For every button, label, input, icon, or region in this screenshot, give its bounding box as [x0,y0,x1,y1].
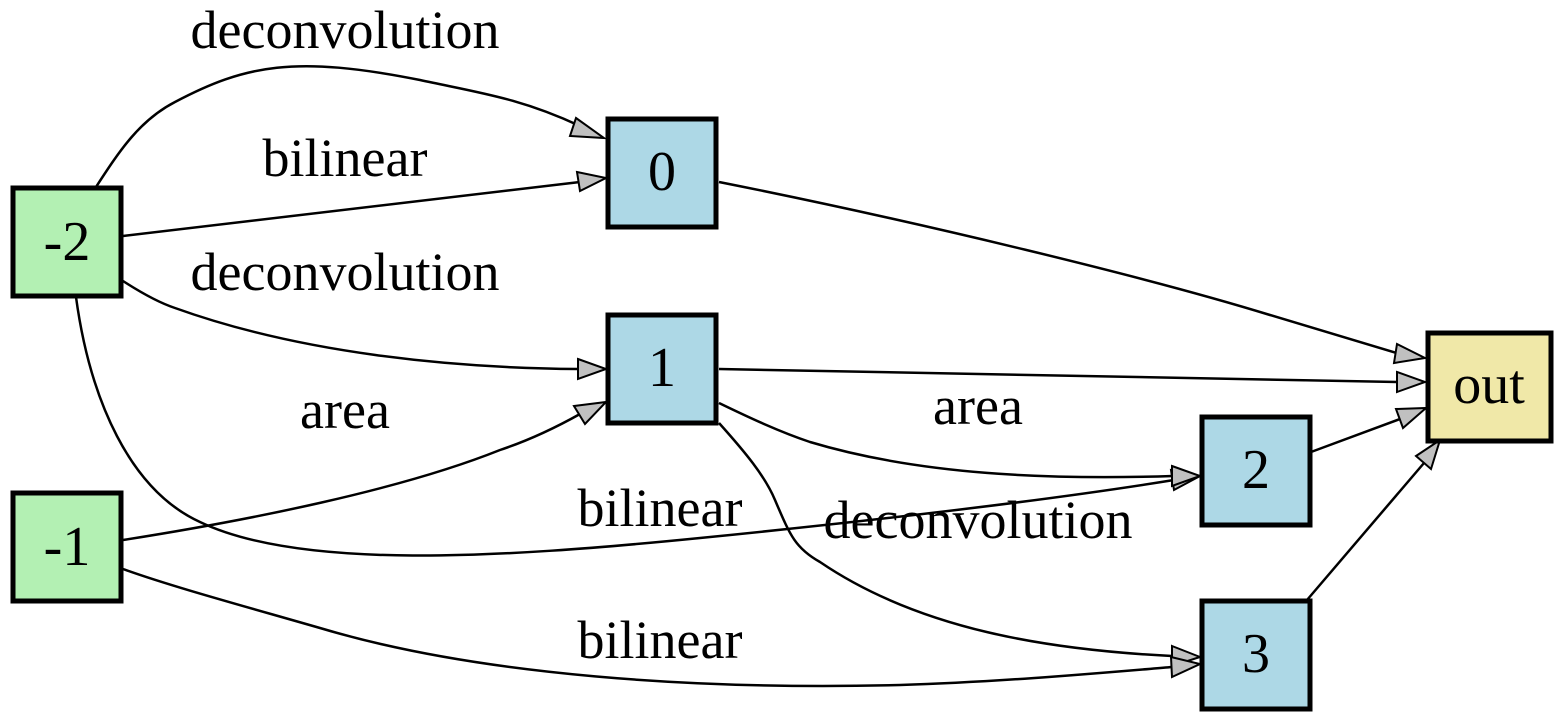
svg-text:-2: -2 [44,211,91,273]
edge-label-bilinear: bilinear [578,610,743,670]
edge-label-area: area [300,380,390,440]
svg-text:out: out [1453,354,1525,416]
svg-text:2: 2 [1242,439,1270,501]
node-minus-2: -2 [10,185,124,299]
svg-text:1: 1 [648,337,676,399]
node-3: 3 [1199,598,1313,712]
edge-m2-0-bilinear [122,170,610,238]
edge-m1-1-area [122,400,609,542]
edge-label-bilinear: bilinear [263,128,428,188]
edge-2-out [1310,406,1429,454]
svg-text:-1: -1 [44,516,91,578]
edge-3-out [1306,437,1442,601]
node-2: 2 [1199,414,1313,528]
edge-m2-1-deconvolution [122,279,609,381]
edge-m1-3-bilinear [122,567,1204,688]
edge-0-out [718,180,1429,365]
edge-label-deconvolution: deconvolution [824,490,1133,550]
node-out: out [1425,330,1554,444]
node-minus-1: -1 [10,490,124,604]
node-1: 1 [605,312,719,426]
svg-text:0: 0 [648,141,676,203]
node-0: 0 [605,116,719,230]
edge-label-area: area [933,376,1023,436]
edge-1-2-area [718,401,1203,488]
edge-m2-0-deconvolution [94,65,608,188]
edge-label-bilinear: bilinear [578,478,743,538]
svg-text:3: 3 [1242,623,1270,685]
edge-label-deconvolution: deconvolution [191,0,500,60]
edge-1-out [718,367,1428,394]
edge-label-deconvolution: deconvolution [191,242,500,302]
